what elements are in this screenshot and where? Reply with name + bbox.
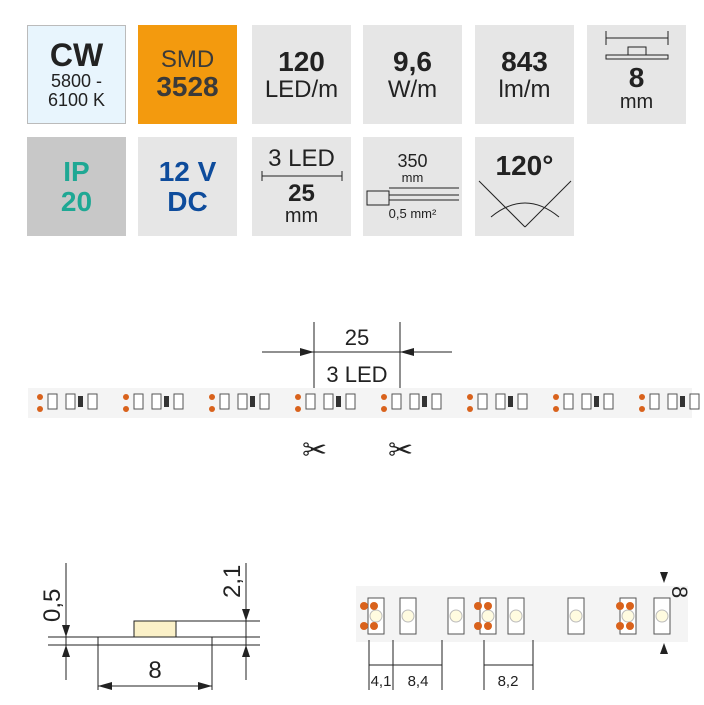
tile-chip: SMD 3528 — [138, 25, 237, 124]
led-chip — [479, 597, 497, 635]
ip-value: 20 — [60, 185, 93, 217]
flux-value: 843 — [501, 46, 548, 78]
cross-section-drawing: 8 0,5 2,1 — [39, 563, 260, 690]
cut-value: 25 — [288, 180, 315, 207]
led-segment — [381, 393, 442, 412]
solder-pads — [474, 602, 492, 630]
beam-angle-icon — [478, 180, 572, 228]
led-segment — [295, 393, 356, 412]
led-chip — [567, 597, 585, 635]
base-thickness-label: 0,5 — [39, 589, 66, 622]
tile-angle: 120° — [475, 137, 574, 236]
color-range-2: 6100 K — [47, 90, 106, 111]
detail-width-label: 8 — [667, 586, 692, 598]
width-value: 8 — [628, 62, 645, 93]
chip-label: SMD — [160, 46, 215, 74]
segment-dimension: 25 3 LED — [262, 322, 452, 390]
strip-detail-drawing: 4,1 8,4 8,2 8 — [356, 572, 692, 690]
led-segment — [37, 393, 98, 412]
led-chip — [619, 597, 637, 635]
voltage-value: 12 V — [158, 156, 217, 188]
solder-pads — [616, 602, 634, 630]
led-segment — [209, 393, 270, 412]
led-chip — [399, 597, 417, 635]
svg-text:✂: ✂ — [388, 434, 413, 467]
scissors-icon: ✂ — [302, 434, 327, 467]
tile-cut: 3 LED 25 mm — [252, 137, 351, 236]
total-height-label: 2,1 — [219, 565, 246, 598]
flux-unit: lm/m — [498, 75, 551, 103]
angle-value: 120° — [495, 150, 554, 181]
tile-power: 9,6 W/m — [363, 25, 462, 124]
tile-ip: IP 20 — [27, 137, 126, 236]
power-unit: W/m — [387, 75, 438, 103]
led-chip — [507, 597, 525, 635]
detail-dim-1: 4,1 — [371, 673, 392, 690]
led-segment — [123, 393, 184, 412]
cut-unit: mm — [284, 205, 319, 228]
tile-color-temp: CW 5800 - 6100 K — [27, 25, 126, 124]
led-chip — [367, 597, 385, 635]
led-segment — [553, 393, 614, 412]
density-unit: LED/m — [264, 75, 339, 103]
detail-dim-3: 8,2 — [498, 673, 519, 690]
chip-value: 3528 — [156, 71, 219, 103]
density-value: 120 — [278, 46, 325, 78]
cut-line-icon — [261, 171, 342, 181]
power-value: 9,6 — [393, 46, 432, 78]
cable-unit: mm — [401, 170, 424, 186]
voltage-unit: DC — [167, 185, 208, 217]
led-segment — [467, 393, 528, 412]
color-range-1: 5800 - — [50, 71, 103, 92]
tile-width: 8 mm — [587, 25, 686, 124]
led-chip — [447, 597, 465, 635]
cable-length: 350 — [397, 151, 428, 172]
led-chip — [653, 597, 671, 635]
led-strip — [28, 388, 700, 418]
ip-label: IP — [63, 156, 90, 188]
width-unit: mm — [619, 91, 654, 114]
led-segment — [639, 393, 700, 412]
detail-dim-2: 8,4 — [408, 673, 429, 690]
cable-icon — [366, 187, 459, 206]
color-code: CW — [49, 36, 104, 73]
segment-length-label: 25 — [345, 325, 369, 350]
cross-width-label: 8 — [148, 657, 161, 684]
scissors-icon: ✂ — [388, 434, 413, 467]
width-icon — [605, 31, 668, 60]
tile-cable: 350 mm 0,5 mm² — [363, 137, 462, 236]
tile-flux: 843 lm/m — [475, 25, 574, 124]
solder-pads — [360, 602, 378, 630]
segment-leds-label: 3 LED — [326, 362, 387, 387]
svg-text:✂: ✂ — [302, 434, 327, 467]
cable-section: 0,5 mm² — [388, 205, 437, 221]
cut-leds: 3 LED — [268, 144, 335, 172]
tile-voltage: 12 V DC — [138, 137, 237, 236]
tile-density: 120 LED/m — [252, 25, 351, 124]
